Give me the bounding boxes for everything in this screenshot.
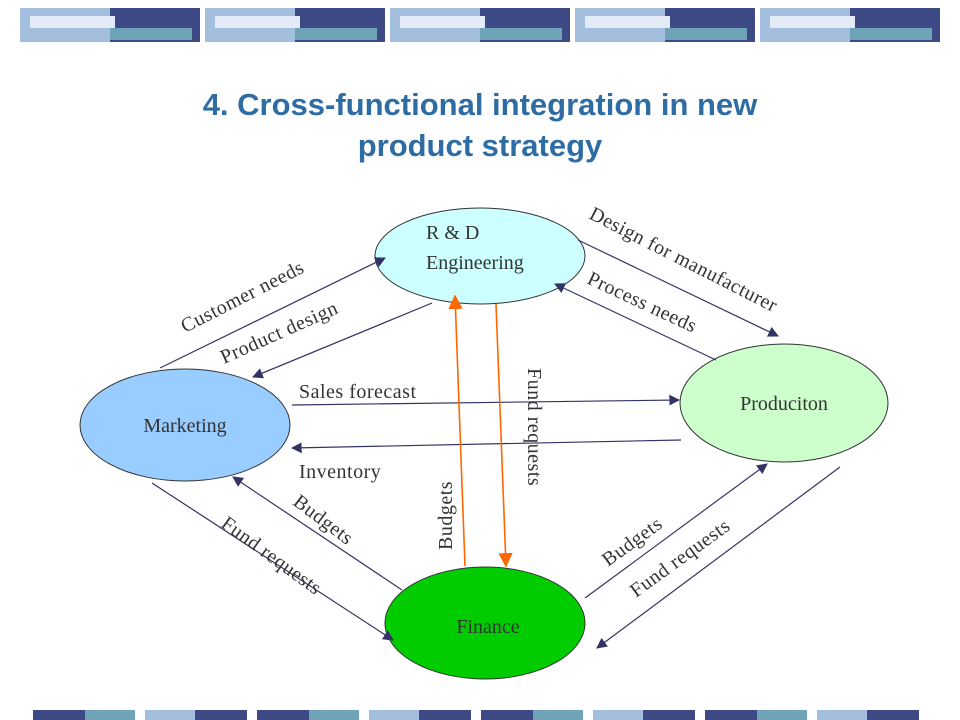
arrow-fund-requests-to-finance [495,303,513,568]
production-node-label: Produciton [740,393,828,415]
top-banner-block [20,8,200,42]
slide-title-line-1: 4. Cross-functional integration in new [202,87,758,122]
label-budgets-marketing: Budgets [289,490,357,549]
top-banner-block [760,8,940,42]
arrow-inventory [290,439,682,454]
bottom-decorative-banner [33,710,919,720]
arrow-design-for-manufacturer [577,239,779,337]
label-inventory: Inventory [299,461,381,483]
slide-title: 4. Cross-functional integration in new p… [80,84,880,166]
rd-node-label-line-1: R & D [426,222,479,244]
top-banner-block [205,8,385,42]
top-banner-block [575,8,755,42]
finance-node-label: Finance [456,616,519,638]
arrow-fund-requests-to-finance-from-production [596,466,841,649]
label-sales-forecast: Sales forecast [299,381,417,403]
label-fund-requests-rd: Fund requests [523,368,545,486]
rd-node-label-line-2: Engineering [426,252,524,274]
arrow-customer-needs [159,257,386,369]
arrow-sales-forecast [291,394,681,406]
top-banner-block [390,8,570,42]
production-node: Produciton [679,343,889,463]
arrow-fund-requests-to-finance-from-marketing [151,482,394,641]
marketing-node: Marketing [79,368,291,482]
rd-engineering-node: R & D Engineering [374,207,586,305]
arrow-product-design [252,302,433,379]
label-process-needs: Process needs [584,268,700,338]
arrow-budgets-to-rd [448,294,466,567]
marketing-node-label: Marketing [143,415,226,437]
label-budgets-rd: Budgets [435,481,457,550]
arrow-process-needs [554,283,717,361]
slide-title-line-2: product strategy [357,128,603,163]
top-decorative-banner [20,8,940,42]
label-fund-requests-marketing: Fund requests [217,512,326,599]
arrow-budgets-to-production [584,463,768,599]
finance-node: Finance [384,566,586,680]
arrow-budgets-to-marketing [232,476,403,591]
